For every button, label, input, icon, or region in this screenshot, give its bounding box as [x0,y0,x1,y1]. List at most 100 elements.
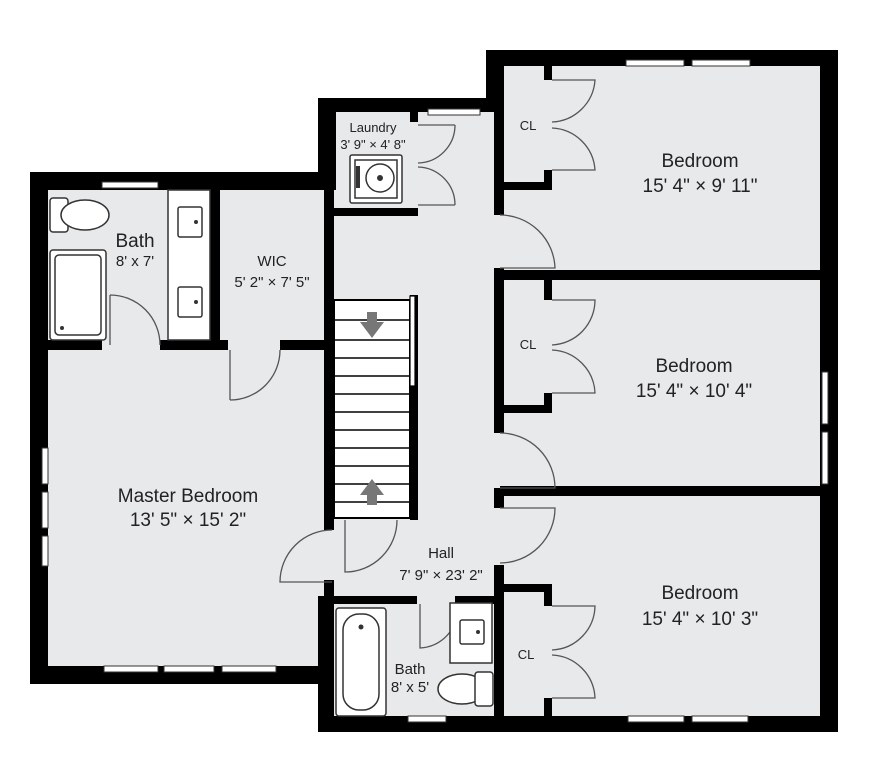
wic-floor [214,185,332,345]
bathtub-icon [335,607,387,717]
door-laundry-a [417,124,456,164]
sink-icon [167,189,211,341]
sink-icon [449,602,493,664]
bedroom-2-name: Bedroom [655,356,732,377]
door-master-hall [279,529,333,583]
door-wic [229,349,281,401]
door-hall-closet [344,519,398,573]
master-bath-size: 8' x 7' [116,253,154,270]
wall-bath-bottom-2 [160,340,228,350]
wall-master-hall-low [324,580,334,600]
bedroom-middle-floor [500,275,828,490]
door-laundry-b [417,166,456,206]
wall-hall-bath-top-2 [455,596,500,604]
bedroom-1-size: 15' 4" × 9' 11" [643,176,758,197]
wall-stair-right [410,295,418,520]
outer-wall-left [30,172,48,684]
shower-icon [49,249,107,341]
window-bed2-right-a [821,371,829,425]
laundry-name: Laundry [350,120,397,135]
stair-treads [334,319,410,503]
windows [41,59,829,723]
bedroom-1-name: Bedroom [661,151,738,172]
wall-bed1-bed2 [500,270,828,280]
hall-name: Hall [428,545,454,562]
hall-bath-name: Bath [395,661,426,678]
window-master-bottom-b [163,665,215,673]
window-laundry-top [427,108,481,116]
master-bedroom-size: 13' 5" × 15' 2" [130,510,246,531]
wall-bedrooms-left-3 [494,488,504,508]
washer-icon [349,154,403,204]
window-master-bottom-c [221,665,277,673]
wall-master-hall [324,185,334,530]
window-hall-bath-bottom [407,715,447,723]
window-bath-top [101,181,159,189]
wall-hall-bath-top [332,596,417,604]
bedroom-3-size: 15' 4" × 10' 3" [642,609,758,630]
bedroom-3-name: Bedroom [661,583,738,604]
window-bed3-bottom-b [691,715,749,723]
master-bedroom-floor [42,345,332,670]
closet-2-right-b [544,393,552,413]
door-bed3 [499,507,556,564]
bedroom-2-size: 15' 4" × 10' 4" [636,381,752,402]
wall-bedrooms-left-2 [494,268,504,433]
room-labels: Laundry 3' 9" × 4' 8" Bedroom 15' 4" × 9… [115,118,758,696]
window-master-bottom-a [103,665,159,673]
window-master-left-a [41,447,49,485]
window-master-left-b [41,491,49,529]
toilet-icon [437,671,494,707]
closet-3-top [500,584,552,592]
outer-wall-laundry-left [318,98,336,190]
wic-size: 5' 2" × 7' 5" [234,274,309,291]
stair-rail [409,295,416,387]
door-master-bath [109,294,161,346]
window-bed2-right-b [821,431,829,485]
closet-3-label: CL [518,647,535,662]
wall-bedrooms-left-4 [494,565,504,720]
outer-wall-master-top [30,172,330,190]
closet-2-label: CL [520,337,537,352]
closet-1-right-b [544,170,552,190]
hall-size: 7' 9" × 23' 2" [399,567,483,584]
wic-name: WIC [257,253,286,270]
wall-bedrooms-left-1 [494,60,504,215]
door-bed1 [499,214,556,269]
staircase [333,295,416,519]
wall-bath-bottom [42,340,102,350]
toilet-icon [49,197,110,233]
closet-2-doors [551,299,596,394]
wall-laundry-right [410,112,418,122]
window-bed1-top-b [691,59,751,67]
window-master-left-c [41,535,49,567]
closet-1-label: CL [520,118,537,133]
bedroom-bottom-floor [500,490,828,718]
closet-2-right [544,280,552,300]
window-bed1-top-a [625,59,685,67]
stair-arrow-icon [360,312,384,338]
master-bath-name: Bath [115,231,154,252]
outer-wall-right [820,50,838,732]
fixtures [49,154,494,717]
closet-2-bottom [500,405,552,413]
closet-1-doors [551,79,596,171]
closet-3-right [544,584,552,606]
master-bedroom-name: Master Bedroom [118,486,258,507]
door-bed2 [499,432,556,489]
wall-bed2-bed3 [500,486,828,496]
stair-arrow-icon [360,479,384,505]
outer-wall-hall-bath-left [318,596,334,732]
closet-3-doors [551,605,596,699]
window-bed3-bottom-a [627,715,685,723]
closet-3-right-b [544,698,552,718]
outer-wall-bottom [318,716,838,732]
wall-bath-wic [210,185,220,345]
hall-bath-size: 8' x 5' [391,679,429,696]
closet-1-right [544,66,552,80]
wall-wic-bottom [280,340,332,350]
doors [109,79,596,699]
laundry-size: 3' 9" × 4' 8" [340,137,406,152]
closet-1-bottom [500,182,552,190]
